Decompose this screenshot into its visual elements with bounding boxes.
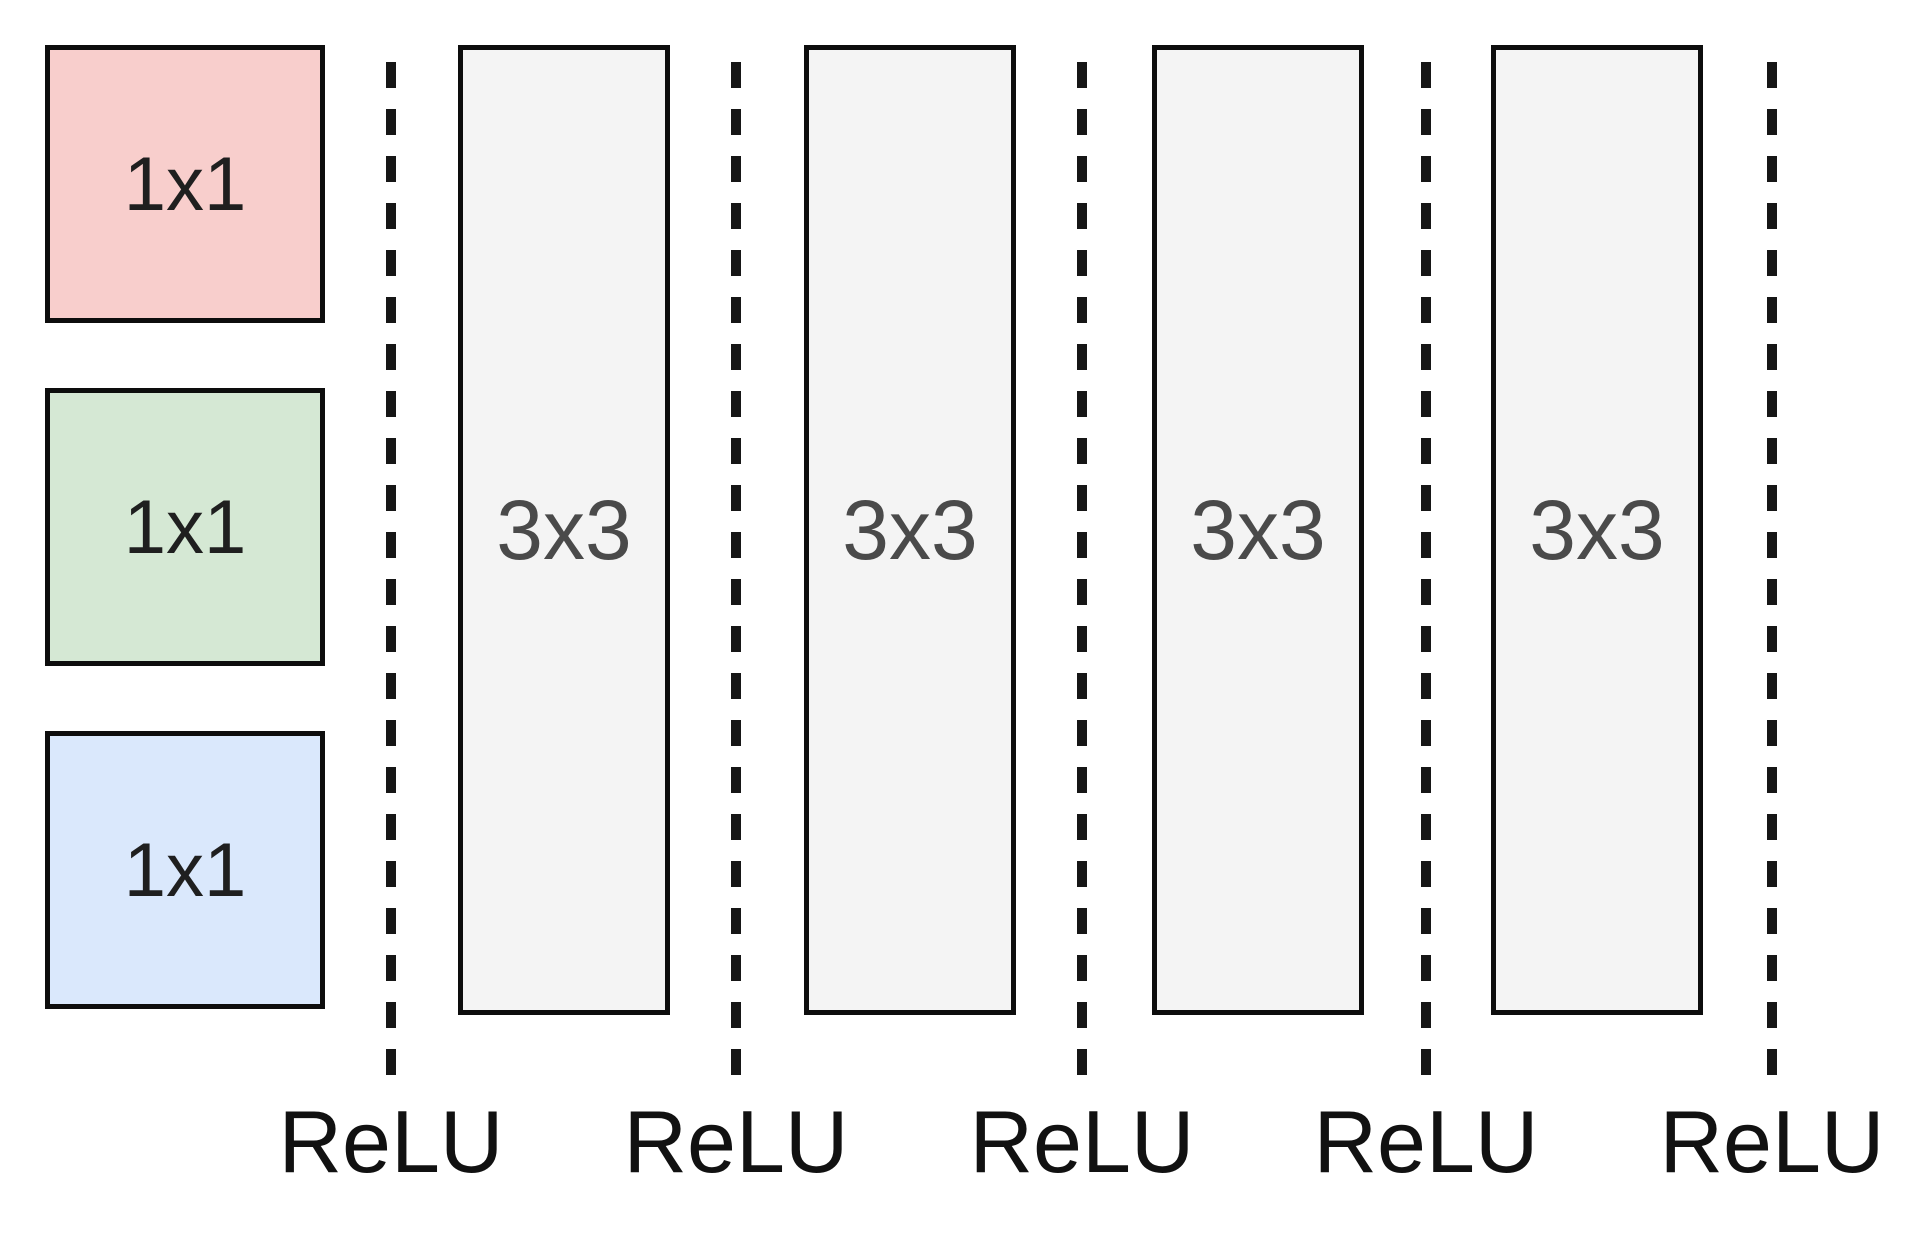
conv-block-label: 3x3 (1529, 482, 1665, 577)
input-block-label: 1x1 (123, 484, 247, 570)
relu-activation-label-1: ReLU (278, 1092, 504, 1191)
relu-activation-label-2: ReLU (623, 1092, 849, 1191)
conv-block-label: 3x3 (1190, 482, 1326, 577)
relu-activation-label-5: ReLU (1659, 1092, 1885, 1191)
relu-activation-label-3: ReLU (969, 1092, 1195, 1191)
input-block-red-1x1: 1x1 (45, 45, 325, 323)
conv-block-3x3-2: 3x3 (804, 45, 1016, 1015)
relu-boundary-dashed-line-5 (1767, 62, 1777, 1080)
input-block-blue-1x1: 1x1 (45, 731, 325, 1009)
relu-activation-label-4: ReLU (1313, 1092, 1539, 1191)
input-block-green-1x1: 1x1 (45, 388, 325, 666)
relu-boundary-dashed-line-4 (1421, 62, 1431, 1080)
relu-boundary-dashed-line-2 (731, 62, 741, 1080)
conv-block-3x3-1: 3x3 (458, 45, 670, 1015)
conv-block-label: 3x3 (842, 482, 978, 577)
input-block-label: 1x1 (123, 827, 247, 913)
relu-boundary-dashed-line-1 (386, 62, 396, 1080)
relu-boundary-dashed-line-3 (1077, 62, 1087, 1080)
input-block-label: 1x1 (123, 141, 247, 227)
conv-block-3x3-4: 3x3 (1491, 45, 1703, 1015)
conv-block-3x3-3: 3x3 (1152, 45, 1364, 1015)
conv-block-label: 3x3 (496, 482, 632, 577)
